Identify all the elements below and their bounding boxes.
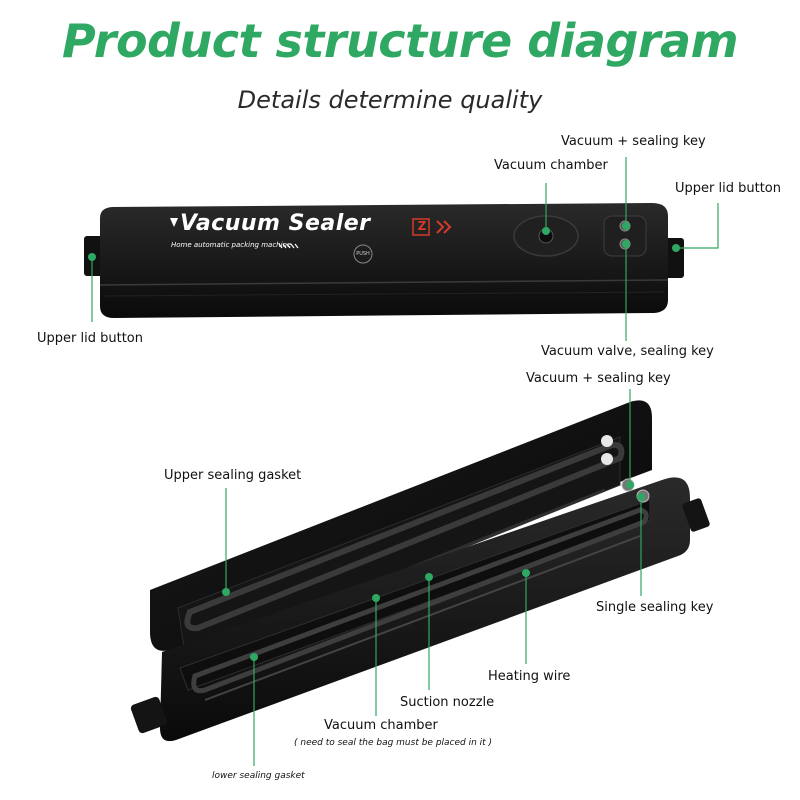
callout-vacuum-chamber-top: Vacuum chamber	[494, 158, 608, 173]
callout-upper-lid-button-right: Upper lid button	[675, 181, 781, 196]
callout-vacuum-valve-sealing-key: Vacuum valve, sealing key	[541, 344, 714, 359]
callout-vacuum-chamber-bottom: Vacuum chamber	[324, 718, 438, 733]
push-label: PUSH	[354, 251, 372, 257]
device-brand-badge: Z	[416, 219, 428, 233]
device-tagline: Home automatic packing machine	[171, 241, 291, 249]
callout-heating-wire: Heating wire	[488, 669, 570, 684]
callout-upper-lid-button-left: Upper lid button	[37, 331, 143, 346]
callout-upper-sealing-gasket: Upper sealing gasket	[164, 468, 301, 483]
callout-vacuum-sealing-key-bottom: Vacuum + sealing key	[526, 371, 671, 386]
callout-lower-sealing-gasket: lower sealing gasket	[212, 771, 305, 781]
device-brand: Vacuum Sealer	[180, 211, 371, 236]
callout-vacuum-chamber-note: ( need to seal the bag must be placed in…	[294, 738, 492, 748]
callout-suction-nozzle: Suction nozzle	[400, 695, 494, 710]
callout-vacuum-sealing-key-top: Vacuum + sealing key	[561, 134, 706, 149]
open-device	[130, 400, 711, 741]
callout-single-sealing-key: Single sealing key	[596, 600, 713, 615]
lid-hole-2	[601, 453, 613, 465]
closed-device	[84, 203, 684, 318]
lid-hole-1	[601, 435, 613, 447]
